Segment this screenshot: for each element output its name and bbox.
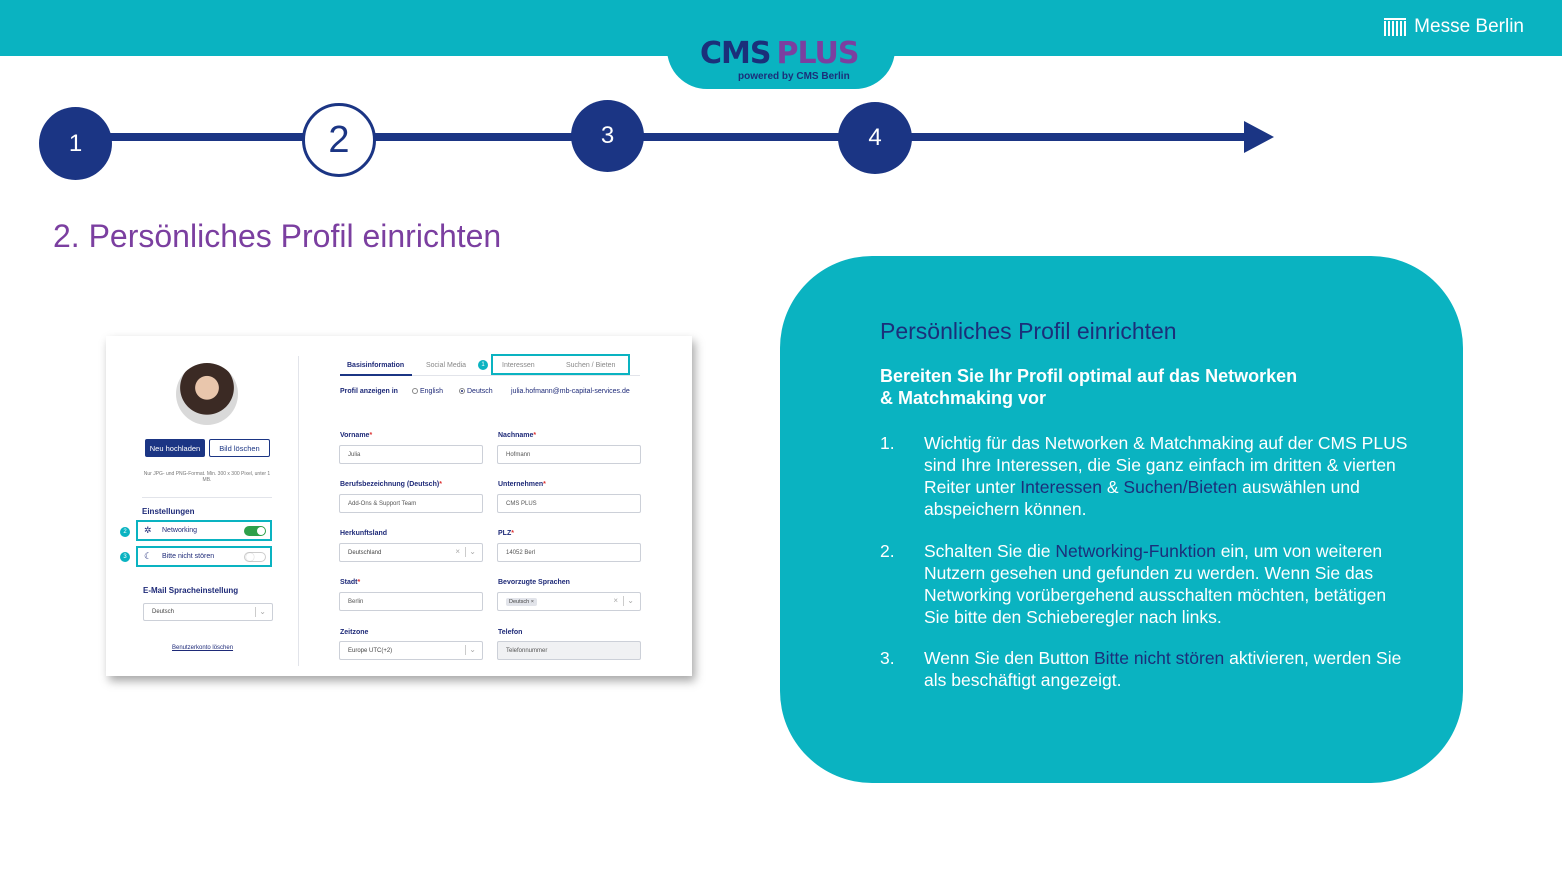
info-panel: Persönliches Profil einrichten Bereiten …: [780, 256, 1463, 783]
beruf-label: Berufsbezeichnung (Deutsch)*: [340, 481, 442, 488]
vorname-input[interactable]: Julia: [339, 445, 483, 464]
tab-social-media[interactable]: Social Media: [426, 362, 467, 369]
beruf-input[interactable]: Add-Ons & Support Team: [339, 494, 483, 513]
chevron-down-icon: ⌄: [627, 596, 634, 605]
delete-image-button[interactable]: Bild löschen: [209, 439, 270, 457]
progress-arrow-icon: [1244, 121, 1274, 153]
messe-berlin-logo: Messe Berlin: [1384, 16, 1524, 38]
tab-basisinformation[interactable]: Basisinformation: [347, 362, 405, 369]
telefon-input[interactable]: Telefonnummer: [497, 641, 641, 660]
telefon-label: Telefon: [498, 629, 523, 636]
dnd-toggle[interactable]: [244, 552, 266, 562]
herkunft-select[interactable]: Deutschland × ⌄: [339, 543, 483, 562]
upload-button[interactable]: Neu hochladen: [145, 439, 205, 457]
progress-line: [76, 133, 1248, 141]
plz-label: PLZ*: [498, 530, 514, 537]
chevron-down-icon: ⌄: [469, 645, 476, 654]
logo-plus-text: PLUS: [776, 36, 859, 71]
panel-subtitle: Bereiten Sie Ihr Profil optimal auf das …: [880, 366, 1298, 408]
highlight-suchen-bieten: Suchen/Bieten: [1123, 477, 1238, 497]
stadt-label: Stadt*: [340, 579, 361, 586]
zeitzone-value: Europe UTC(+2): [348, 647, 393, 654]
clear-icon[interactable]: ×: [455, 547, 460, 556]
unternehmen-input[interactable]: CMS PLUS: [497, 494, 641, 513]
clear-icon[interactable]: ×: [613, 596, 618, 605]
herkunft-value: Deutschland: [348, 549, 382, 556]
logo-subtitle: powered by CMS Berlin: [738, 71, 850, 82]
profile-show-label: Profil anzeigen in: [340, 388, 398, 395]
badge-3: 3: [120, 552, 130, 562]
step-4: 4: [838, 102, 912, 174]
nachname-input[interactable]: Hofmann: [497, 445, 641, 464]
radio-english[interactable]: English: [412, 388, 443, 395]
step-2: 2: [302, 103, 376, 177]
networking-label: Networking: [162, 527, 198, 534]
moon-icon: ☾: [144, 551, 153, 561]
chevron-down-icon: ⌄: [469, 547, 476, 556]
messe-berlin-text: Messe Berlin: [1414, 16, 1524, 37]
highlight-dnd: Bitte nicht stören: [1093, 648, 1225, 668]
email-display: julia.hofmann@mb-capital-services.de: [511, 388, 630, 395]
tab-interessen[interactable]: Interessen: [502, 362, 535, 369]
zeitzone-label: Zeitzone: [340, 629, 369, 636]
radio-deutsch[interactable]: Deutsch: [459, 388, 493, 395]
highlight-interessen: Interessen: [1020, 477, 1103, 497]
badge-2: 2: [120, 527, 130, 537]
panel-title: Persönliches Profil einrichten: [880, 318, 1177, 344]
zeitzone-select[interactable]: Europe UTC(+2) ⌄: [339, 641, 483, 660]
settings-heading: Einstellungen: [142, 507, 195, 516]
networking-icon: ✲: [144, 525, 152, 535]
email-lang-select[interactable]: Deutsch ⌄: [143, 603, 273, 621]
dnd-row[interactable]: ☾ Bitte nicht stören: [136, 546, 272, 567]
image-hint: Nur JPG- und PNG-Format. Min. 300 x 300 …: [143, 471, 271, 483]
logo-tab: [667, 30, 895, 89]
messe-berlin-mark-icon: [1384, 18, 1407, 36]
chevron-down-icon: ⌄: [259, 607, 266, 616]
dnd-label: Bitte nicht stören: [162, 553, 215, 560]
delete-account-link[interactable]: Benutzerkonto löschen: [172, 645, 234, 651]
tab-suchen-bieten[interactable]: Suchen / Bieten: [566, 362, 616, 369]
step-3: 3: [571, 100, 644, 172]
avatar: [176, 363, 238, 425]
sprachen-label: Bevorzugte Sprachen: [498, 579, 570, 586]
section-title: 2. Persönliches Profil einrichten: [53, 218, 502, 254]
badge-1: 1: [478, 360, 488, 370]
logo-cms-text: CMS: [700, 36, 771, 71]
unternehmen-label: Unternehmen*: [498, 481, 546, 488]
tabs-highlight-box: [491, 354, 630, 375]
stadt-input[interactable]: Berlin: [339, 592, 483, 611]
nachname-label: Nachname*: [498, 432, 537, 439]
sprachen-select[interactable]: Deutsch × × ⌄: [497, 592, 641, 611]
step-1: 1: [39, 107, 112, 180]
email-lang-value: Deutsch: [152, 609, 175, 615]
sprachen-chip[interactable]: Deutsch ×: [506, 597, 537, 606]
highlight-networking: Networking-Funktion: [1055, 541, 1216, 561]
herkunft-label: Herkunftsland: [340, 530, 388, 537]
plz-input[interactable]: 14052 Berl: [497, 543, 641, 562]
vorname-label: Vorname*: [340, 432, 373, 439]
networking-row[interactable]: ✲ Networking: [136, 520, 272, 541]
profile-screenshot: Neu hochladen Bild löschen Nur JPG- und …: [106, 336, 692, 676]
email-lang-heading: E-Mail Spracheinstellung: [143, 586, 239, 595]
networking-toggle[interactable]: [244, 526, 266, 536]
